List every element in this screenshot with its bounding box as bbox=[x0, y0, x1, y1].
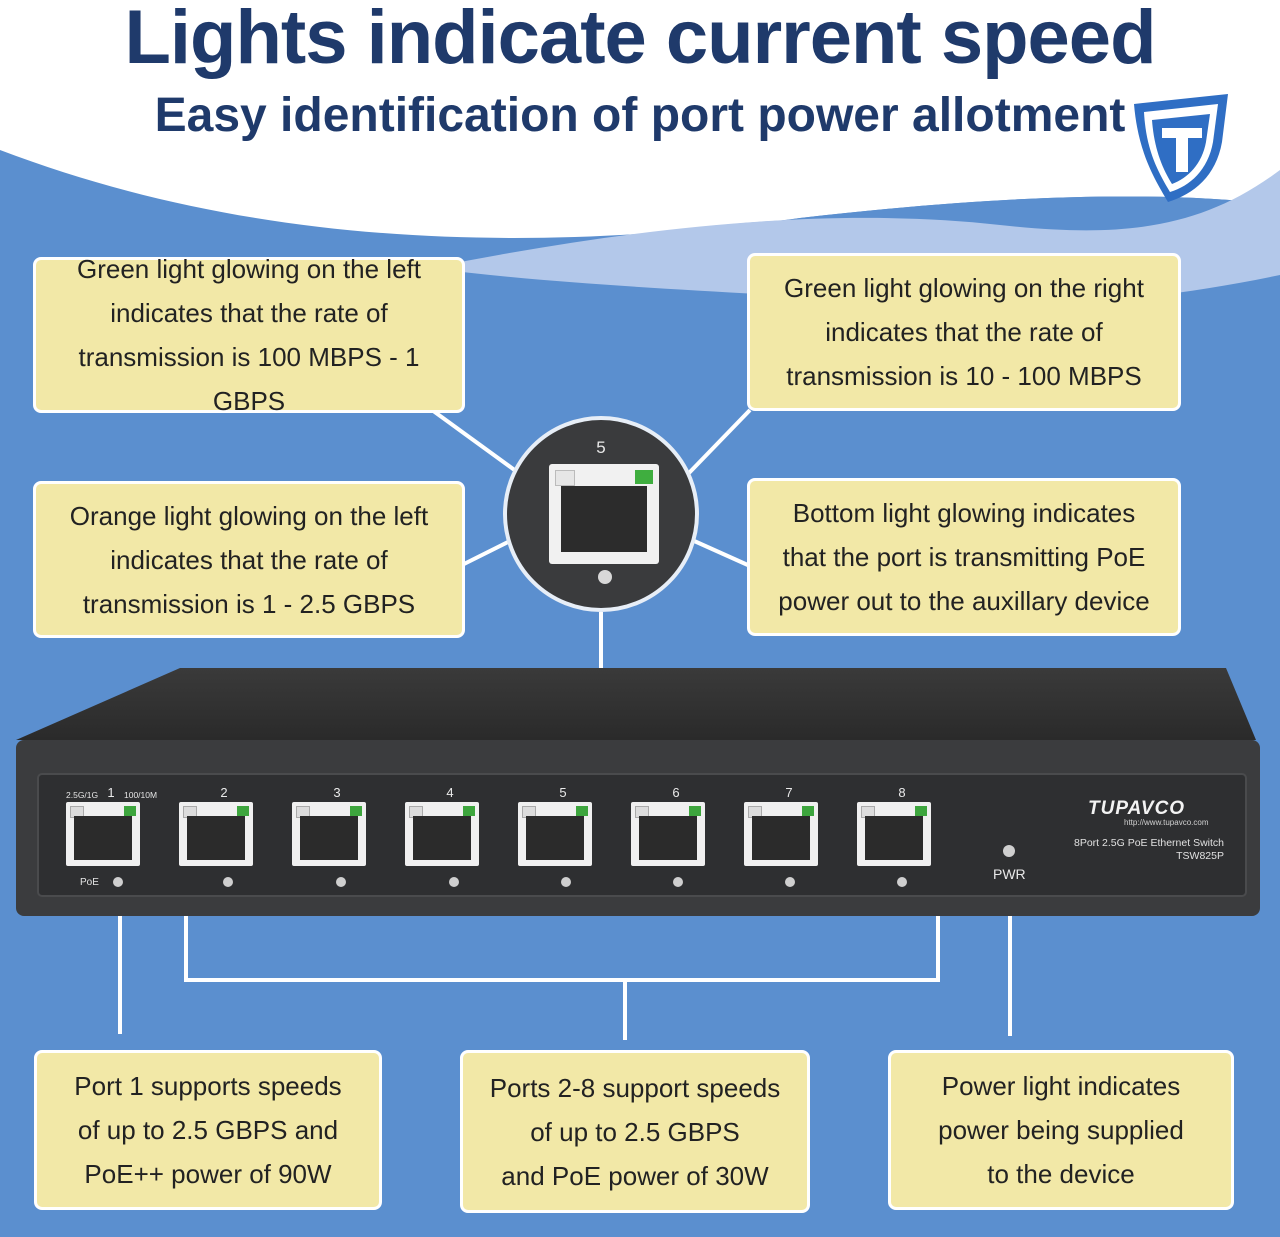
poe-led-3 bbox=[336, 877, 346, 887]
zoom-left-led bbox=[555, 470, 575, 486]
ethernet-port-4 bbox=[405, 802, 479, 866]
zoom-port-number: 5 bbox=[596, 438, 606, 457]
page-title: Lights indicate current speed bbox=[124, 0, 1157, 80]
callout-green-left: Green light glowing on the left indicate… bbox=[33, 254, 465, 416]
port-number-2: 2 bbox=[220, 785, 228, 800]
ethernet-port-2 bbox=[179, 802, 253, 866]
zoom-right-led bbox=[635, 470, 653, 484]
callout-green-left-text: Green light glowing on the left indicate… bbox=[77, 254, 421, 416]
callout-power-text: Power light indicates power being suppli… bbox=[938, 1071, 1184, 1189]
callout-port1: Port 1 supports speeds of up to 2.5 GBPS… bbox=[34, 1050, 382, 1210]
callout-bottom-light: Bottom light glowing indicates that the … bbox=[747, 478, 1181, 636]
port-number-5: 5 bbox=[559, 785, 567, 800]
ethernet-port-6 bbox=[631, 802, 705, 866]
poe-led-7 bbox=[785, 877, 795, 887]
device-model-code: TSW825P bbox=[1176, 850, 1224, 862]
ethernet-port-5 bbox=[518, 802, 592, 866]
poe-led-1 bbox=[113, 877, 123, 887]
port-number-3: 3 bbox=[333, 785, 341, 800]
zoom-port-socket bbox=[561, 486, 647, 552]
poe-led-4 bbox=[449, 877, 459, 887]
poe-led-2 bbox=[223, 877, 233, 887]
port-number-1: 1 bbox=[107, 785, 115, 800]
device-model-line: 8Port 2.5G PoE Ethernet Switch bbox=[1074, 837, 1224, 849]
port-number-7: 7 bbox=[785, 785, 793, 800]
poe-led-8 bbox=[897, 877, 907, 887]
port-number-8: 8 bbox=[898, 785, 906, 800]
port1-speed-tag-left: 2.5G/1G bbox=[66, 790, 99, 800]
poe-tag: PoE bbox=[80, 877, 99, 888]
power-led bbox=[1003, 845, 1015, 857]
callout-green-right-text: Green light glowing on the right indicat… bbox=[784, 273, 1144, 391]
callout-ports-2-8: Ports 2-8 support speeds of up to 2.5 GB… bbox=[460, 1050, 810, 1213]
callout-orange-left-text: Orange light glowing on the left indicat… bbox=[69, 500, 429, 619]
device-brand: TUPAVCO bbox=[1088, 798, 1186, 819]
callout-ports-2-8-text: Ports 2-8 support speeds of up to 2.5 GB… bbox=[489, 1072, 781, 1191]
device-url: http://www.tupavco.com bbox=[1124, 818, 1209, 827]
device-model: 8Port 2.5G PoE Ethernet Switch TSW825P bbox=[1040, 837, 1224, 863]
poe-led-6 bbox=[673, 877, 683, 887]
zoom-poe-led bbox=[598, 570, 612, 584]
port-number-4: 4 bbox=[446, 785, 454, 800]
ethernet-port-3 bbox=[292, 802, 366, 866]
page-subtitle: Easy identification of port power allotm… bbox=[154, 89, 1126, 142]
ethernet-port-8 bbox=[857, 802, 931, 866]
port1-speed-tag-right: 100/10M bbox=[124, 790, 158, 800]
port-number-6: 6 bbox=[672, 785, 680, 800]
ethernet-port-7 bbox=[744, 802, 818, 866]
callout-bottom-light-text: Bottom light glowing indicates that the … bbox=[778, 498, 1150, 616]
callout-power: Power light indicates power being suppli… bbox=[888, 1050, 1234, 1210]
ethernet-port-1 bbox=[66, 802, 140, 866]
zoom-ethernet-port bbox=[549, 464, 659, 564]
callout-orange-left: Orange light glowing on the left indicat… bbox=[33, 481, 465, 638]
power-label: PWR bbox=[993, 866, 1026, 882]
tupavco-shield-icon bbox=[1134, 94, 1228, 202]
port-zoom-magnifier: 5 bbox=[503, 416, 699, 612]
callout-port1-text: Port 1 supports speeds of up to 2.5 GBPS… bbox=[74, 1071, 342, 1189]
callout-green-right: Green light glowing on the right indicat… bbox=[747, 253, 1181, 411]
poe-led-5 bbox=[561, 877, 571, 887]
